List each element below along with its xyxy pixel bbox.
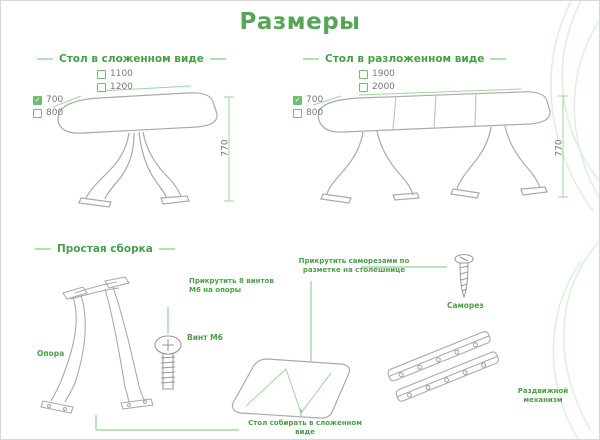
header-line — [37, 58, 53, 60]
dim-value: 700 — [46, 95, 64, 105]
dim-value: 800 — [46, 108, 64, 118]
leg-drawing — [40, 276, 154, 414]
section-folded-header: Стол в сложенном виде — [37, 53, 226, 65]
dim-option: 1900 — [359, 69, 395, 79]
folded-table-drawing — [57, 92, 218, 208]
dim-option: 1100 — [97, 69, 133, 79]
section-assembly-label: Простая сборка — [57, 243, 153, 255]
note-bolts: Прикрутить 8 винтов М6 на опоры — [189, 277, 274, 295]
bolt-label: Винт М6 — [187, 333, 223, 342]
folded-height-dim: 770 — [220, 139, 231, 157]
checkbox-icon — [359, 82, 368, 92]
rail-label: Раздвижной механизм — [517, 387, 569, 405]
dim-value: 2000 — [372, 82, 395, 92]
section-unfolded-label: Стол в разложенном виде — [325, 53, 485, 65]
checkbox-icon — [33, 95, 42, 105]
unfolded-table-drawing — [317, 91, 551, 204]
section-assembly-header: Простая сборка — [35, 243, 175, 255]
header-line — [35, 248, 51, 250]
bolt-drawing — [154, 335, 182, 390]
unfolded-dimension-lines — [312, 88, 568, 198]
checkbox-icon — [293, 95, 302, 105]
dim-value: 700 — [306, 95, 324, 105]
dim-option: 2000 — [359, 82, 395, 92]
folded-width-options: 1100 1200 — [97, 69, 133, 92]
checkbox-icon — [97, 69, 106, 79]
unfolded-height-dim: 770 — [554, 139, 565, 157]
dim-value: 1900 — [372, 69, 395, 79]
rails-drawing — [387, 331, 499, 402]
connector-lines — [95, 266, 447, 431]
unfolded-depth-options: 700 800 — [293, 95, 323, 118]
screw-label: Саморез — [447, 301, 484, 310]
note-screws: Прикрутить саморезами по разметке на сто… — [298, 257, 410, 275]
dim-option: 1200 — [97, 82, 133, 92]
dim-value: 1200 — [110, 82, 133, 92]
page-title: Размеры — [239, 9, 361, 35]
dim-option: 800 — [293, 108, 323, 118]
dim-option: 700 — [33, 95, 63, 105]
dim-value: 800 — [306, 108, 324, 118]
header-line — [158, 248, 175, 250]
tabletop-underside-drawing — [231, 358, 351, 419]
decorative-swirls — [550, 1, 599, 439]
bottom-note: Стол собирать в сложенном виде — [248, 419, 362, 437]
checkbox-icon — [97, 82, 106, 92]
dim-value: 1100 — [110, 69, 133, 79]
section-folded-label: Стол в сложенном виде — [59, 53, 204, 65]
dim-option: 800 — [33, 108, 63, 118]
screw-drawing — [454, 254, 474, 299]
header-line — [303, 58, 319, 60]
leg-label: Опора — [37, 349, 65, 358]
dim-option: 700 — [293, 95, 323, 105]
folded-depth-options: 700 800 — [33, 95, 63, 118]
checkbox-icon — [359, 69, 368, 79]
checkbox-icon — [33, 108, 42, 118]
folded-dimension-lines — [52, 85, 234, 202]
section-unfolded-header: Стол в разложенном виде — [303, 53, 507, 65]
unfolded-width-options: 1900 2000 — [359, 69, 395, 92]
checkbox-icon — [293, 108, 302, 118]
header-line — [209, 58, 226, 60]
header-line — [490, 58, 507, 60]
